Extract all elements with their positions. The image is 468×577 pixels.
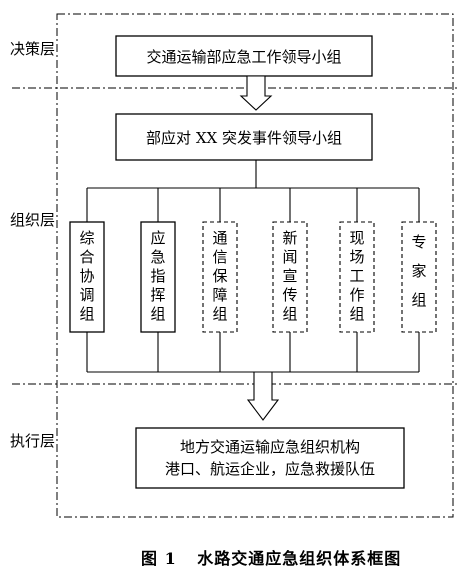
sub-group-box-5 xyxy=(339,221,375,333)
sub-group-label-2: 应急指挥组 xyxy=(148,229,167,325)
sub-group-box-2 xyxy=(140,221,176,333)
sub-group-label-5: 现场工作组 xyxy=(347,229,366,325)
execution-box xyxy=(135,427,405,489)
sub-group-label-1: 综合协调组 xyxy=(77,229,96,325)
execution-text-line-1: 地方交通运输应急组织机构 xyxy=(179,438,360,456)
sub-group-label-6: 专家组 xyxy=(409,233,428,321)
layer-label-execution: 执行层 xyxy=(10,432,56,450)
leading-group-text: 交通运输部应急工作领导小组 xyxy=(146,47,342,66)
figure-title: 水路交通应急组织体系框图 xyxy=(197,549,402,568)
layer-label-organization: 组织层 xyxy=(10,211,56,229)
incident-group-text: 部应对 XX 突发事件领导小组 xyxy=(146,128,342,147)
sub-group-box-3 xyxy=(202,221,238,333)
sub-group-label-4: 新闻宣传组 xyxy=(280,229,299,325)
execution-text-line-2: 港口、航运企业，应急救援队伍 xyxy=(164,460,375,478)
sub-group-box-4 xyxy=(272,221,308,333)
figure-caption: 图 1 水路交通应急组织体系框图 xyxy=(141,545,401,569)
sub-group-label-3: 通信保障组 xyxy=(210,229,229,325)
execution-text: 地方交通运输应急组织机构 港口、航运企业，应急救援队伍 xyxy=(136,428,404,488)
layer-label-decision: 决策层 xyxy=(10,40,56,58)
outer-frame xyxy=(56,13,454,518)
leading-group-box xyxy=(115,35,373,77)
arrow-down-2 xyxy=(246,371,280,421)
incident-group-box xyxy=(115,113,373,161)
figure-number: 图 1 xyxy=(141,549,177,568)
arrow-down-1 xyxy=(239,75,273,111)
